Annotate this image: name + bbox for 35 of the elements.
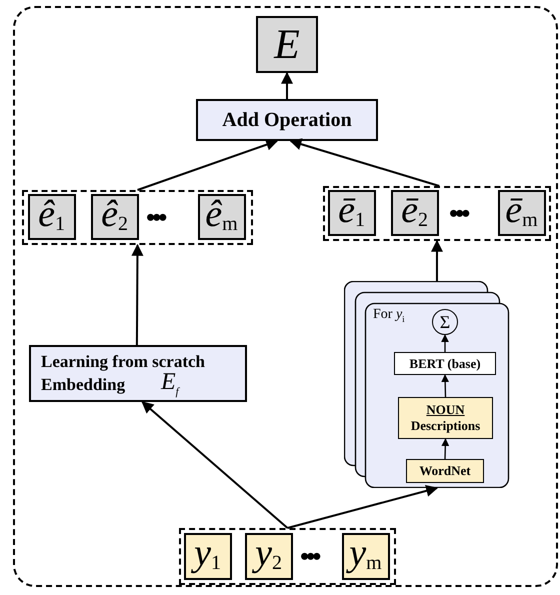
arrow [287, 485, 438, 529]
arrow [441, 334, 449, 352]
ellipsis: ••• [300, 544, 318, 570]
card-stack [344, 281, 510, 488]
vector-box: ē$_{m}$ [498, 190, 546, 236]
vector-box: ê$_{2}$ [90, 194, 138, 240]
sum-circle: Σ [432, 309, 458, 335]
arrow [441, 438, 450, 460]
dashed-frame [13, 6, 558, 587]
ellipsis: ••• [449, 201, 468, 227]
process-box: WordNet [406, 459, 484, 483]
vector-box: ê$_{m}$ [198, 194, 246, 240]
arrow [281, 72, 293, 99]
arrow [290, 138, 440, 187]
arrow [137, 138, 278, 191]
vector-box: ê$_{1}$ [28, 194, 76, 240]
vector-box: ē$_{2}$ [390, 190, 438, 236]
process-box: NOUN Descriptions [398, 397, 493, 439]
process-box: Learning from scratch Embedding E$_{f}$ [29, 345, 247, 402]
label-box: y$_{2}$ [244, 532, 292, 580]
ellipsis: ••• [146, 205, 164, 231]
dashed-group [323, 186, 551, 241]
vector-box: ē$_{1}$ [328, 190, 376, 236]
dashed-group [179, 528, 396, 585]
arrow [141, 401, 288, 529]
arrow [441, 374, 450, 398]
process-box: Add Operation [196, 99, 378, 141]
embedding-box: E [256, 16, 318, 73]
process-box: BERT (base) [394, 352, 496, 375]
dashed-group [22, 190, 253, 245]
arrow [131, 244, 144, 345]
arrow [431, 240, 443, 281]
label-box: y$_{1}$ [184, 532, 232, 580]
card-heading: For y$_{i}$ [373, 307, 405, 324]
label-box: y$_{m}$ [342, 532, 390, 580]
